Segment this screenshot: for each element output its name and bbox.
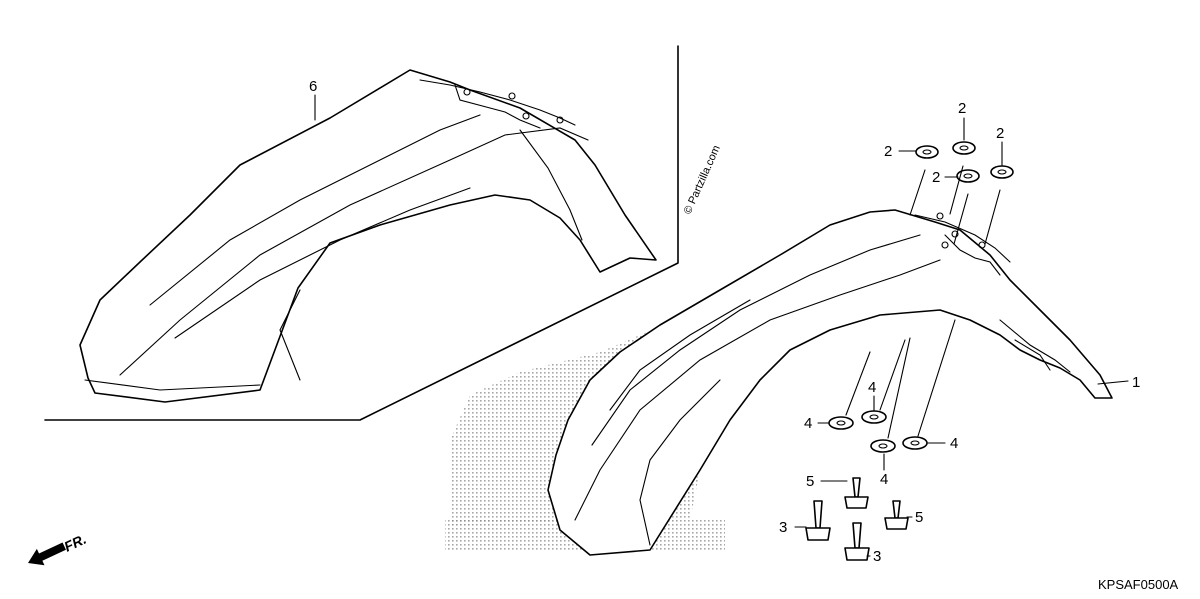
washer-part bbox=[902, 436, 928, 450]
arrow-left-icon bbox=[28, 542, 66, 566]
direction-label: FR. bbox=[62, 531, 89, 555]
callout-washer: 4 bbox=[950, 435, 958, 452]
special-bolt bbox=[884, 500, 909, 530]
callout-bolt-flange: 3 bbox=[779, 519, 787, 536]
rubber-cushions bbox=[915, 141, 1014, 183]
callout-cushion: 2 bbox=[932, 169, 940, 186]
flange-bolt bbox=[805, 500, 831, 541]
cushion-part bbox=[915, 145, 939, 159]
cushion-part bbox=[952, 141, 976, 155]
washers bbox=[828, 410, 928, 453]
assembly-lines bbox=[845, 165, 1001, 439]
callout-labels: 6 1 2 2 2 2 4 4 4 4 5 5 3 3 bbox=[309, 78, 1140, 565]
callout-fender-alt: 6 bbox=[309, 78, 317, 95]
diagram-code: KPSAF0500A bbox=[1098, 577, 1179, 592]
callout-washer: 4 bbox=[868, 379, 876, 396]
cushion-part bbox=[956, 169, 980, 183]
leader-lines bbox=[314, 94, 1129, 557]
callout-bolt-special: 5 bbox=[806, 473, 814, 490]
callout-washer: 4 bbox=[880, 471, 888, 488]
front-fender bbox=[547, 209, 1113, 556]
inset-frame bbox=[44, 45, 679, 421]
flange-bolt bbox=[844, 522, 870, 561]
callout-cushion: 2 bbox=[884, 143, 892, 160]
callout-bolt-special: 5 bbox=[915, 509, 923, 526]
callout-washer: 4 bbox=[804, 415, 812, 432]
front-fender-alt bbox=[79, 69, 657, 403]
bolts bbox=[805, 477, 909, 561]
washer-part bbox=[828, 416, 854, 430]
callout-cushion: 2 bbox=[996, 125, 1004, 142]
washer-part bbox=[861, 410, 887, 424]
watermark-text: © Partzilla.com bbox=[682, 144, 723, 217]
callout-fender-front: 1 bbox=[1132, 374, 1140, 391]
washer-part bbox=[870, 439, 896, 453]
callout-bolt-flange: 3 bbox=[873, 548, 881, 565]
callout-cushion: 2 bbox=[958, 100, 966, 117]
special-bolt bbox=[844, 477, 869, 509]
cushion-part bbox=[990, 165, 1014, 179]
forward-direction-indicator: FR. bbox=[28, 531, 89, 566]
